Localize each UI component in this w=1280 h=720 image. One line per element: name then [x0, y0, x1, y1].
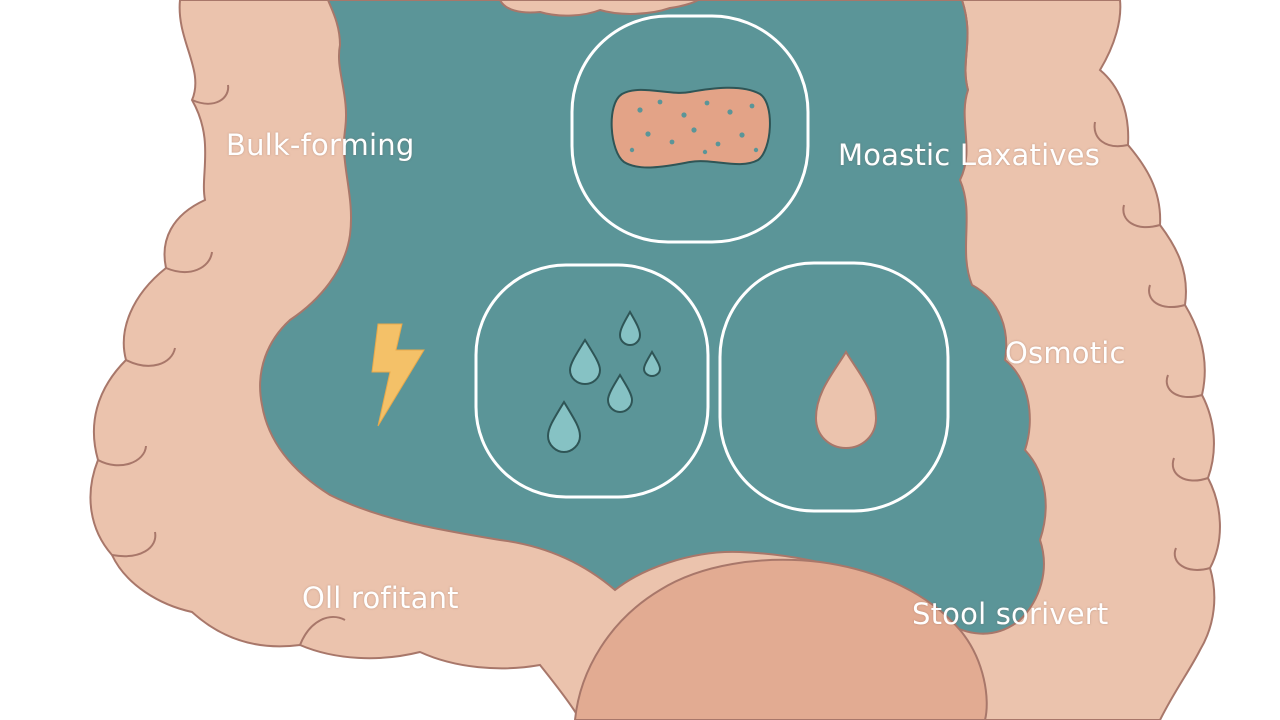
- label-stool-sorivert: Stool sorivert: [912, 597, 1109, 631]
- colon-top-fold: [498, 0, 700, 17]
- colon-folds: [97, 84, 1211, 646]
- label-oil-rofitant: Oll rofitant: [302, 581, 459, 615]
- colon-lumen: [259, 0, 1047, 635]
- label-mosstic-laxatives: Moastic Laxatives: [838, 138, 1101, 172]
- water-drops-icon: [546, 310, 662, 454]
- bulk-forming-panel: [570, 14, 810, 244]
- stool-softener-panel: [474, 263, 710, 499]
- bulk-fiber-pad-icon: [610, 86, 771, 169]
- colon-inner-edge-right: [961, 0, 969, 91]
- stool-mass: [573, 558, 988, 720]
- single-drop-icon: [814, 350, 878, 450]
- label-bulk-forming: Bulk-forming: [226, 128, 415, 162]
- osmotic-panel: [718, 261, 950, 513]
- label-osmotic: Osmotic: [1005, 336, 1126, 370]
- lightning-bolt-icon: [371, 323, 425, 427]
